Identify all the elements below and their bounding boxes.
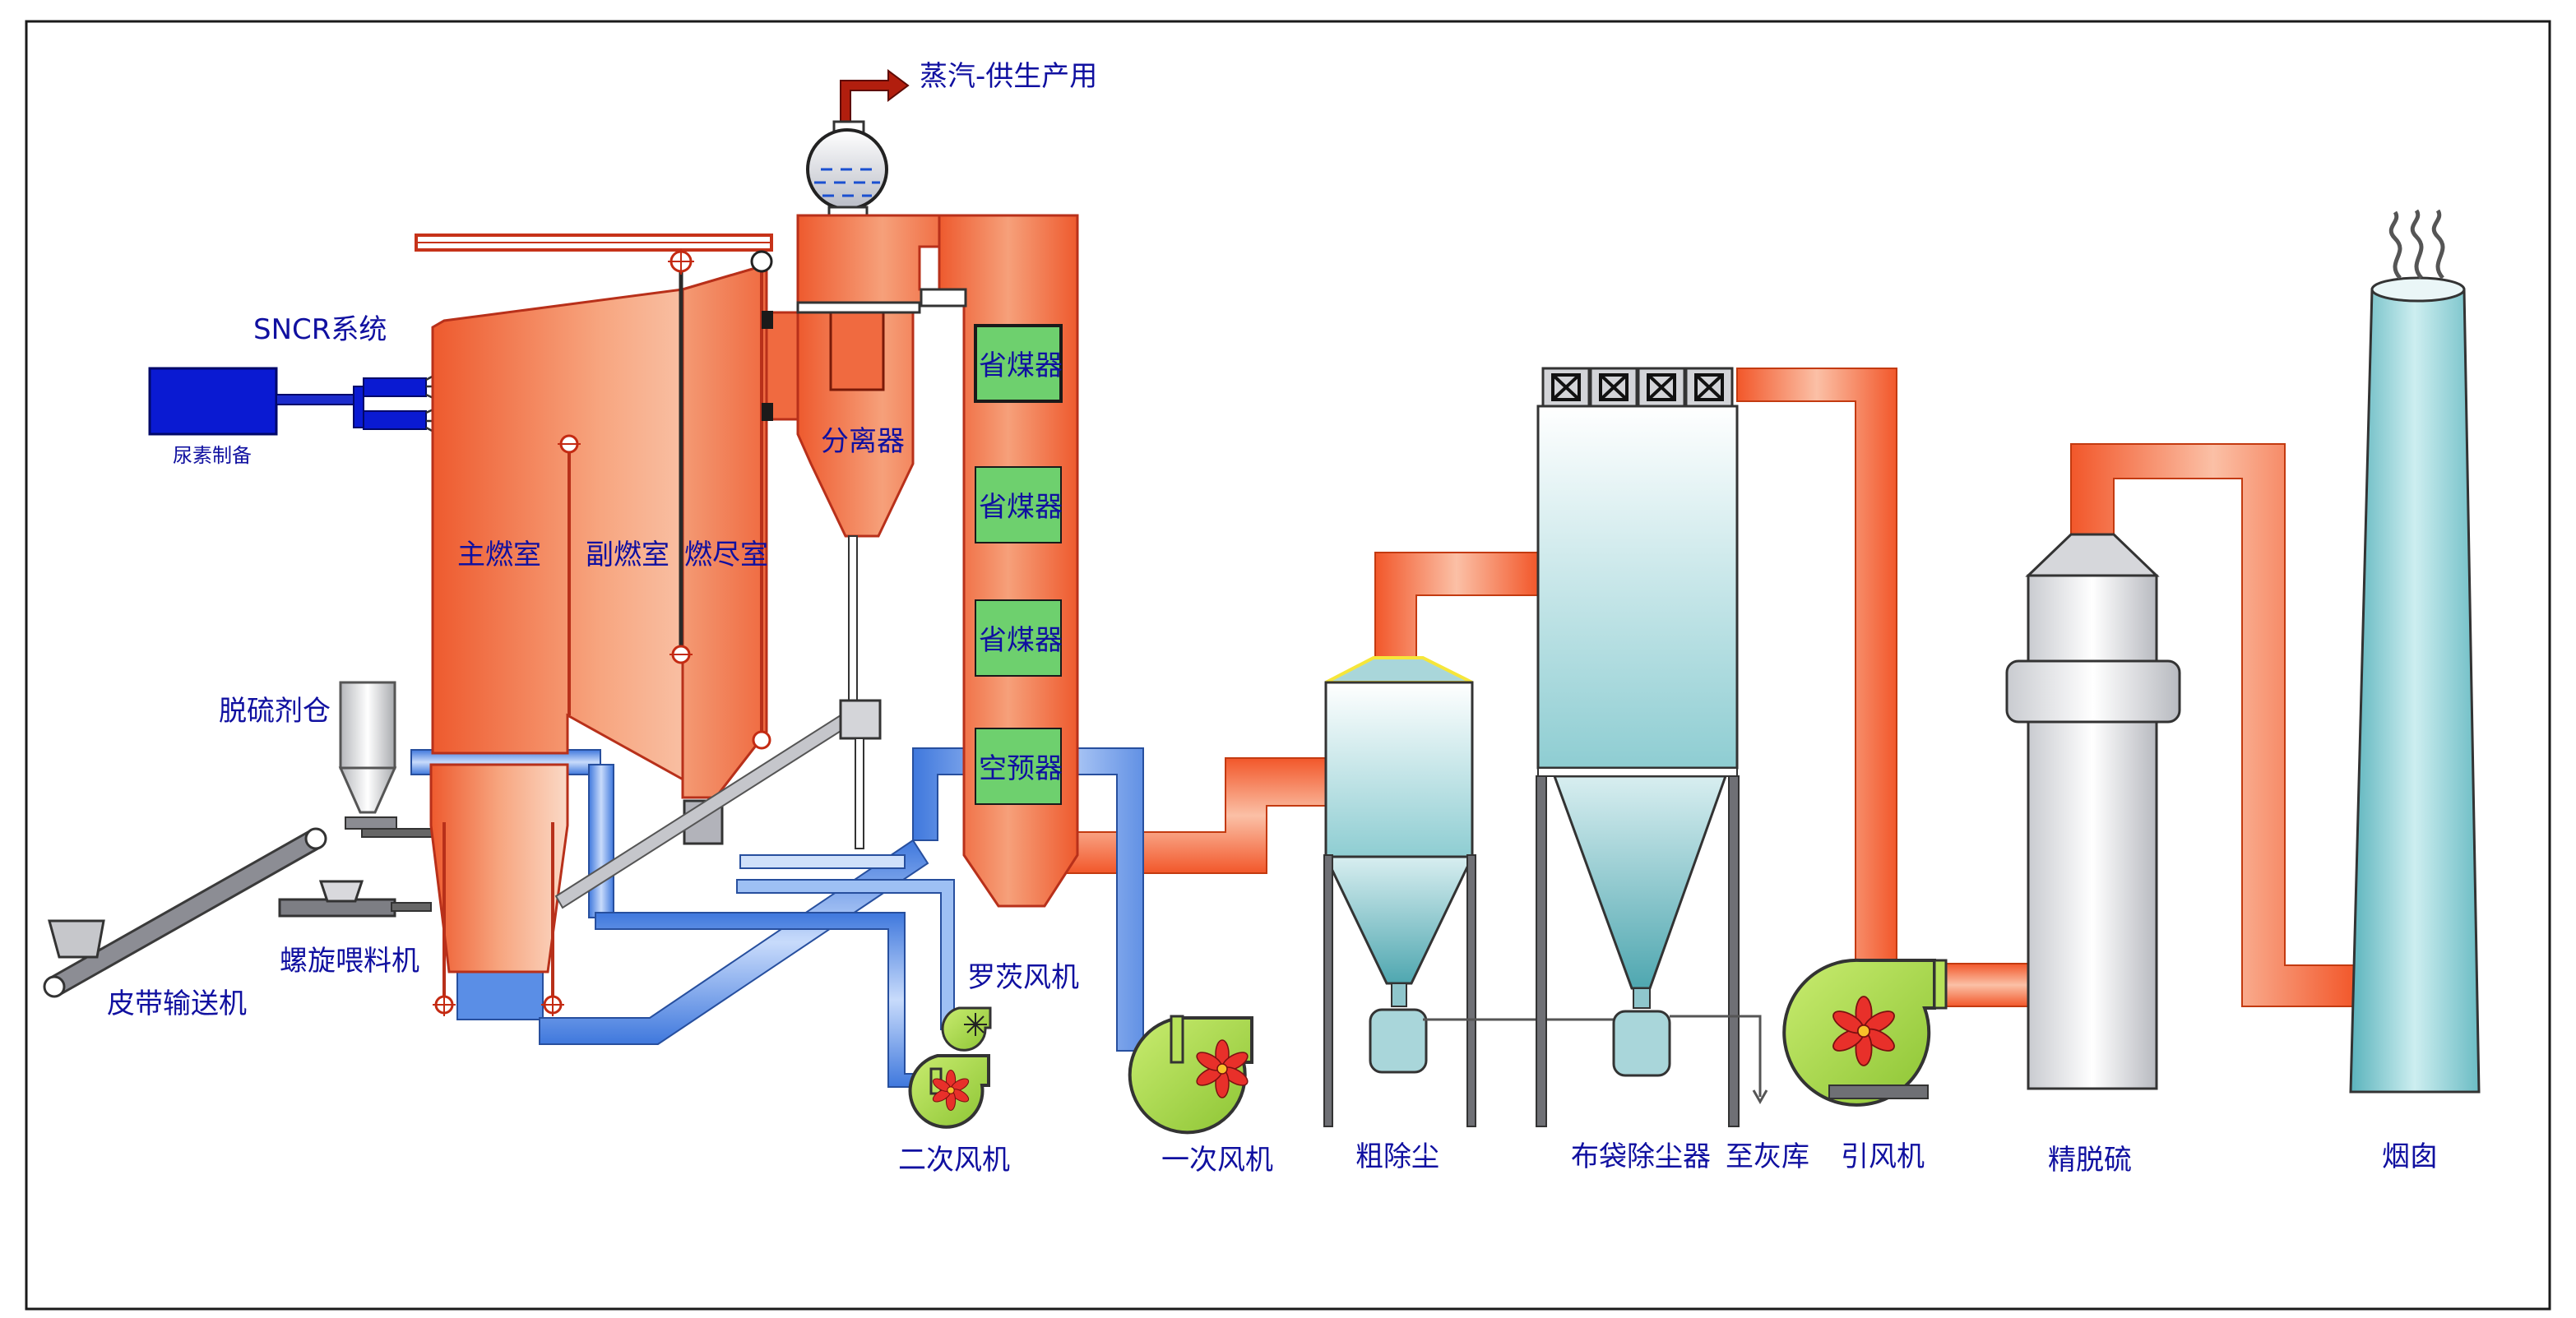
label-coarse-dust: 粗除尘: [1355, 1140, 1439, 1173]
screw-feeder: [278, 880, 432, 918]
label-burnout-chamber: 燃尽室: [684, 539, 768, 571]
chimney: [2349, 209, 2481, 1094]
bag-filter: [1536, 367, 1768, 1127]
belt-conveyor: [43, 827, 327, 998]
bag-ash-bin: [1612, 1010, 1671, 1077]
economizer-block-1: [974, 324, 1063, 403]
steam-outlet-arrow: [840, 69, 910, 139]
economizer-block-2: [975, 466, 1062, 543]
economizer-column: [920, 214, 1079, 908]
label-to-ash-silo: 至灰库: [1726, 1140, 1809, 1173]
furnace-lower-section: [429, 763, 569, 973]
air-duct-return-link: [739, 854, 906, 869]
label-air-preheater: 空预器: [979, 752, 1063, 785]
chimney-smoke: [2388, 209, 2445, 280]
bag-filter-top-valves: [1541, 367, 1734, 408]
sncr-system: [148, 367, 446, 439]
label-separator: 分离器: [821, 425, 905, 458]
secondary-air-fan: [908, 1054, 990, 1129]
label-economizer-2: 省煤器: [979, 491, 1063, 524]
coarse-ash-bin: [1369, 1008, 1428, 1074]
diagram-frame: [25, 20, 2551, 1311]
primary-air-fan: [1128, 1015, 1253, 1135]
label-secondary-chamber: 副燃室: [586, 539, 669, 571]
label-primary-fan: 一次风机: [1161, 1144, 1273, 1177]
air-duct-preheater-to-primary: [912, 747, 1177, 1052]
induced-draft-fan: [1782, 958, 1948, 1107]
air-duct-windbox: [456, 968, 544, 1020]
label-secondary-fan: 二次风机: [898, 1144, 1010, 1177]
roots-blower: [941, 1006, 992, 1052]
label-main-chamber: 主燃室: [457, 539, 541, 571]
desulfurizer-bin: [338, 681, 433, 838]
label-desulfurizer-bin: 脱硫剂仓: [219, 695, 331, 728]
label-chimney: 烟囱: [2382, 1140, 2438, 1173]
urea-prep-box: [148, 367, 278, 436]
coarse-dust-collector: [1323, 656, 1653, 1127]
boiler-furnace: [429, 248, 849, 1016]
furnace-to-separator-link: [765, 311, 801, 421]
label-belt-conveyor: 皮带输送机: [107, 987, 247, 1020]
label-economizer-3: 省煤器: [979, 624, 1063, 657]
burnout-chamber-body: [681, 262, 768, 799]
label-induced-fan: 引风机: [1841, 1140, 1925, 1173]
label-steam-output: 蒸汽-供生产用: [920, 60, 1097, 93]
steam-drum-assembly: [415, 69, 910, 252]
flue-duct-coarse-to-bag: [1374, 552, 1539, 659]
label-fine-desulfurization: 精脱硫: [2048, 1144, 2132, 1177]
label-economizer-1: 省煤器: [979, 349, 1063, 382]
label-urea-prep: 尿素制备: [173, 444, 252, 467]
economizer-block-3: [975, 599, 1062, 677]
label-screw-feeder: 螺旋喂料机: [280, 945, 419, 978]
fine-desulfurization-tower: [2005, 533, 2181, 1090]
flue-duct-bag-to-fan: [1736, 368, 1897, 961]
label-sncr-system: SNCR系统: [253, 313, 387, 346]
label-bag-filter: 布袋除尘器: [1571, 1140, 1711, 1173]
air-duct-downleg: [588, 764, 614, 918]
label-roots-blower: 罗茨风机: [967, 961, 1079, 994]
air-preheater-block: [975, 728, 1062, 805]
